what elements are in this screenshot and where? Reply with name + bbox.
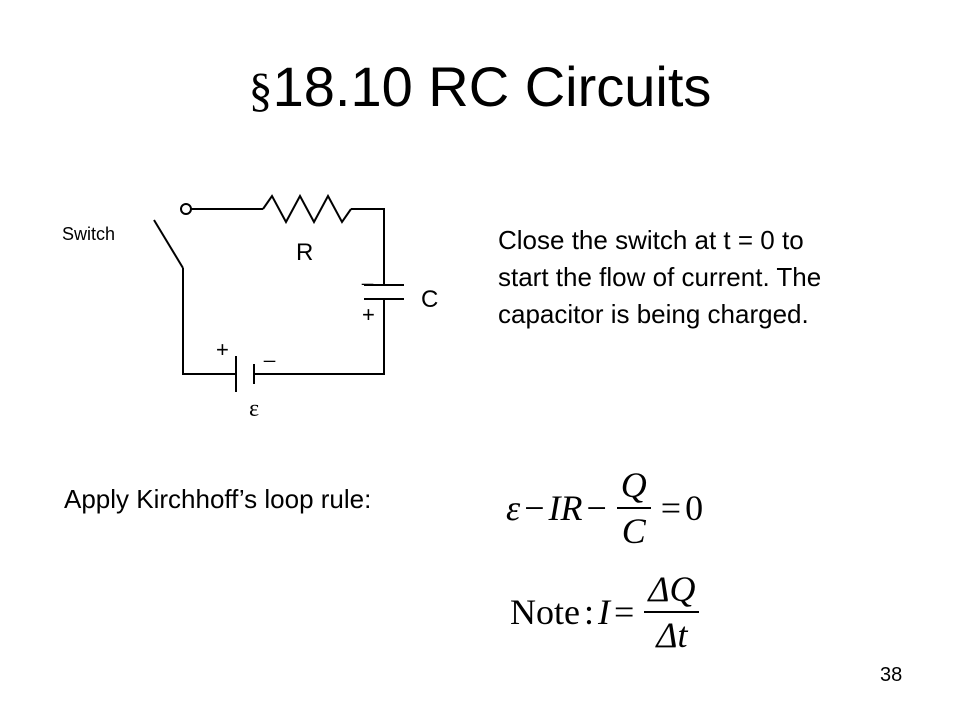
eq1-fraction-bar xyxy=(616,507,651,509)
description-line: capacitor is being charged. xyxy=(498,299,809,329)
description-line: start the flow of current. The xyxy=(498,262,822,292)
slide-title-text: 18.10 RC Circuits xyxy=(272,55,712,118)
description-text: Close the switch at t = 0 to start the f… xyxy=(498,222,938,333)
left-wire xyxy=(182,268,236,375)
capacitor-minus-sign: _ xyxy=(361,264,374,286)
capacitor-label: C xyxy=(421,286,438,313)
right-wire xyxy=(254,299,385,375)
capacitor-plus-sign: + xyxy=(362,302,375,327)
eq1-rhs: 0 xyxy=(685,488,704,528)
top-wire-right xyxy=(351,208,385,285)
switch-label: Switch xyxy=(62,224,115,244)
eq2-fraction-bar xyxy=(644,611,700,613)
current-definition-equation: Note : I = ΔQ Δt xyxy=(510,567,705,657)
eq2-fraction: ΔQ Δt xyxy=(644,567,700,657)
eq2-equals: = xyxy=(614,592,635,632)
eq2-numerator: ΔQ xyxy=(648,569,696,609)
resistor xyxy=(262,193,352,225)
eq1-denominator: C xyxy=(621,511,646,551)
eq1-minus-1: − xyxy=(524,488,545,528)
page-number: 38 xyxy=(880,664,903,686)
eq1-fraction: Q C xyxy=(616,463,651,553)
eq1-minus-2: − xyxy=(586,488,607,528)
battery-plus-sign: + xyxy=(216,337,229,362)
battery-minus-sign: _ xyxy=(263,341,276,363)
emf-symbol: ε xyxy=(249,396,259,422)
eq2-lhs: I xyxy=(598,592,610,632)
slide-title: §18.10 RC Circuits xyxy=(0,52,960,126)
eq1-emf: ε xyxy=(506,488,521,528)
eq2-note: Note xyxy=(510,592,580,632)
eq2-colon: : xyxy=(583,592,594,632)
loop-rule-equation: ε − IR − Q C = 0 xyxy=(506,463,703,553)
switch-terminal xyxy=(180,203,192,215)
eq2-denominator: Δt xyxy=(656,615,688,655)
description-line: Close the switch at t = 0 to xyxy=(498,225,804,255)
switch-arm xyxy=(153,219,184,269)
eq1-ir-term: IR xyxy=(548,488,583,528)
kirchhoff-label: Apply Kirchhoff’s loop rule: xyxy=(64,484,372,514)
eq1-numerator: Q xyxy=(620,465,647,505)
section-symbol: § xyxy=(248,64,273,117)
eq1-equals: = xyxy=(660,488,682,528)
resistor-label: R xyxy=(296,239,313,266)
